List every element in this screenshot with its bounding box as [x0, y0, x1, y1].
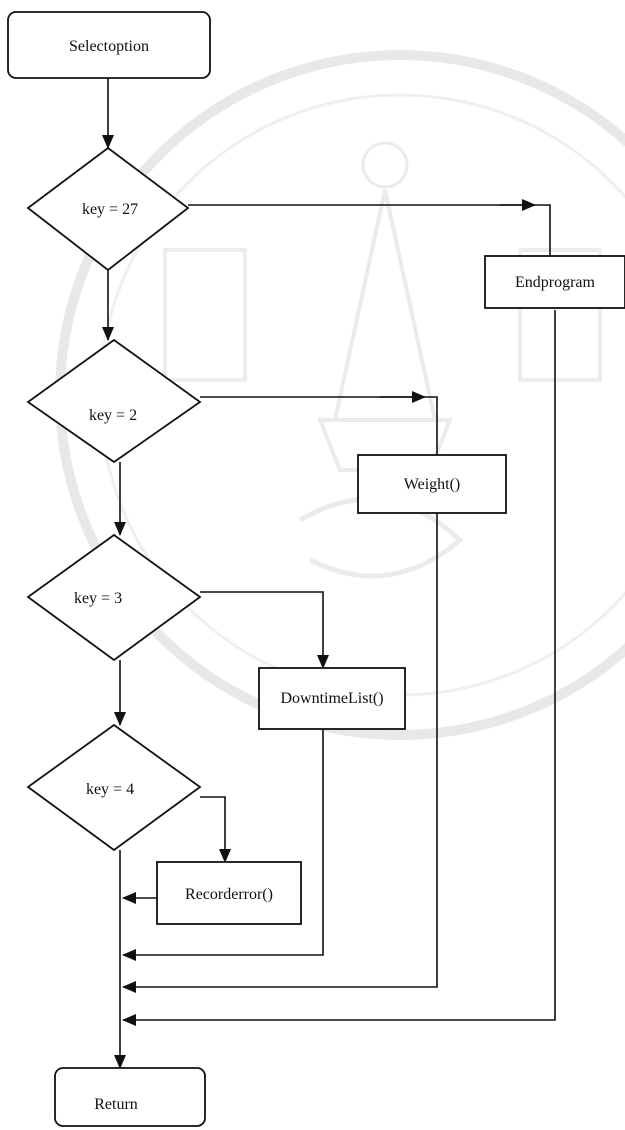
- connectors: [102, 78, 556, 1069]
- start-node: Selectoption: [7, 11, 211, 79]
- process-downtimelist-label: DowntimeList(): [280, 690, 383, 707]
- process-endprogram-label: Endprogram: [515, 274, 596, 291]
- decision-key-27: key = 27: [26, 146, 190, 272]
- decision-key-4-label: key = 4: [86, 781, 134, 798]
- decision-key-4: key = 4: [26, 723, 202, 852]
- decision-key-2-label: key = 2: [89, 407, 137, 424]
- decision-key-3-label: key = 3: [74, 590, 122, 607]
- start-label: Selectoption: [69, 38, 149, 55]
- decision-key-3: key = 3: [26, 533, 202, 662]
- process-weight: Weight(): [357, 454, 507, 514]
- end-label: Return: [94, 1096, 138, 1113]
- decision-key-2: key = 2: [26, 338, 202, 464]
- process-endprogram: Endprogram: [484, 255, 625, 309]
- process-downtimelist: DowntimeList(): [258, 667, 406, 730]
- decision-key-27-label: key = 27: [82, 201, 138, 218]
- process-weight-label: Weight(): [404, 476, 460, 493]
- process-recorderror: Recorderror(): [156, 861, 302, 925]
- end-node: Return: [54, 1067, 206, 1127]
- process-recorderror-label: Recorderror(): [185, 886, 273, 903]
